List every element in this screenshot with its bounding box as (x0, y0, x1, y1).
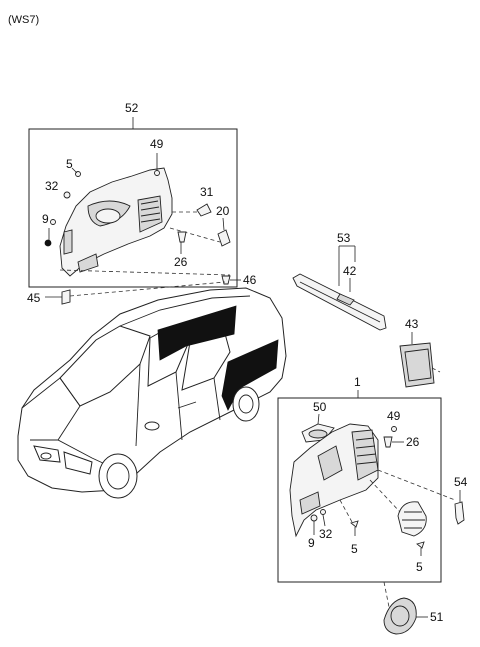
model-code-label: (WS7) (8, 14, 39, 26)
rear-wheel (232, 386, 260, 422)
brand-emblem (40, 452, 52, 460)
callout-50[interactable]: 50 (313, 400, 327, 414)
callout-42[interactable]: 42 (343, 264, 357, 278)
bracket-54-group: 54 (454, 475, 468, 525)
hook-20 (217, 229, 231, 247)
callout-49-b[interactable]: 49 (387, 409, 401, 423)
callout-5-c[interactable]: 5 (416, 560, 423, 574)
bracket-54 (454, 501, 465, 525)
panel-vent (77, 253, 99, 273)
screw-5-b (350, 520, 359, 528)
clip-49-a (154, 170, 160, 176)
headlamp (63, 451, 93, 475)
callout-32-b[interactable]: 32 (319, 527, 333, 541)
storage-pocket (317, 445, 343, 481)
speaker-cutout (95, 208, 121, 224)
fastener-9-b (44, 239, 52, 247)
callout-26-a[interactable]: 26 (174, 255, 188, 269)
side-mirror (144, 421, 160, 431)
callout-20[interactable]: 20 (216, 204, 230, 218)
screw-5-c (416, 541, 425, 549)
callout-31[interactable]: 31 (200, 185, 214, 199)
clip-46 (221, 275, 231, 285)
quarter-trim-panel-left (59, 167, 173, 277)
clip-9-a (50, 219, 56, 225)
callout-51[interactable]: 51 (430, 610, 444, 624)
vehicle-illustration (17, 287, 287, 499)
right-trim-assembly-group: 1 50 49 26 9 32 5 (277, 375, 456, 583)
clip-49-b (391, 426, 397, 432)
cover-31 (196, 203, 212, 217)
callout-45[interactable]: 45 (27, 291, 41, 305)
panel-grille (137, 195, 163, 233)
callout-53[interactable]: 53 (337, 231, 351, 245)
callout-52[interactable]: 52 (125, 101, 139, 115)
door-handle (177, 401, 197, 409)
clip-45 (61, 289, 71, 305)
windshield (59, 325, 151, 407)
external-fasteners-group: 46 45 (27, 273, 257, 305)
panel-lower-slot (299, 491, 321, 515)
speaker-grille-51 (383, 597, 417, 635)
sill-cover-42 (336, 293, 355, 306)
tailgate-trim-group: 53 42 43 (292, 231, 441, 388)
front-wheel (98, 453, 138, 499)
callout-9-b[interactable]: 9 (308, 536, 315, 550)
callout-32-a[interactable]: 32 (45, 179, 59, 193)
left-trim-assembly-group: 52 5 32 9 49 31 20 26 (28, 101, 238, 288)
bracket-26-b (383, 436, 393, 448)
bracket-26-a (177, 231, 187, 243)
panel-slot (63, 229, 73, 255)
clip-9-b (310, 514, 318, 522)
speaker-grille-51-group: 51 (383, 581, 444, 635)
access-cover-43 (399, 342, 435, 388)
callout-26-b[interactable]: 26 (406, 435, 420, 449)
callout-46[interactable]: 46 (243, 273, 257, 287)
speaker-cover (397, 501, 427, 537)
callout-43[interactable]: 43 (405, 317, 419, 331)
callout-54[interactable]: 54 (454, 475, 468, 489)
assembly-box-1 (277, 397, 442, 583)
callout-5-a[interactable]: 5 (66, 157, 73, 171)
callout-1[interactable]: 1 (354, 375, 361, 389)
callout-49-a[interactable]: 49 (150, 137, 164, 151)
assembly-box-52 (28, 128, 238, 288)
highlight-upper-trim (157, 305, 237, 361)
clip-32-b (320, 509, 326, 515)
callout-5-b[interactable]: 5 (351, 542, 358, 556)
clip-32-a (63, 191, 71, 199)
callout-9-a[interactable]: 9 (42, 212, 49, 226)
